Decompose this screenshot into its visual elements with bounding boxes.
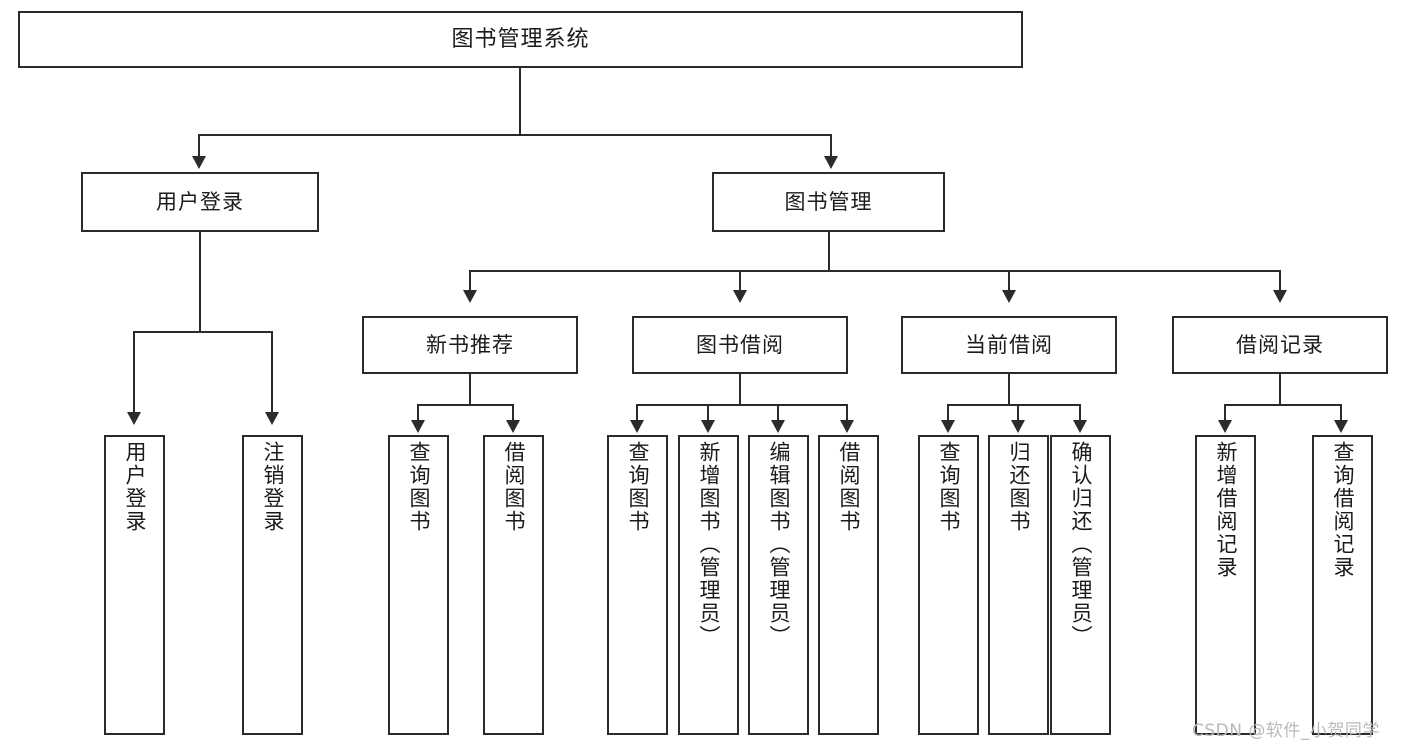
connector-book-borrow-stem [739, 374, 741, 406]
connector-borrow-record-bus [1224, 404, 1342, 406]
connector-root-drop-right [830, 134, 832, 158]
node-current-borrow[interactable]: 当前借阅 [901, 316, 1117, 374]
arrow-head-user-login-2 [265, 412, 279, 425]
connector-book-manage-drop-1 [469, 270, 471, 292]
connector-book-manage-drop-4 [1279, 270, 1281, 292]
leaf-user-login-login[interactable]: 用户登录 [104, 435, 165, 735]
connector-book-borrow-drop-1 [636, 404, 638, 422]
connector-root-stem [519, 68, 521, 136]
leaf-book-borrow-query[interactable]: 查询图书 [607, 435, 668, 735]
leaf-new-book-borrow[interactable]: 借阅图书 [483, 435, 544, 735]
connector-book-manage-drop-2 [739, 270, 741, 292]
arrow-head-root-left [192, 156, 206, 169]
connector-book-manage-stem [828, 232, 830, 272]
connector-book-borrow-drop-3 [777, 404, 779, 422]
node-label: 图书借阅 [696, 332, 784, 357]
connector-user-login-stem [199, 232, 201, 333]
arrow-head-book-borrow-2 [701, 420, 715, 433]
connector-book-borrow-drop-2 [707, 404, 709, 422]
connector-borrow-record-drop-1 [1224, 404, 1226, 422]
connector-current-borrow-stem [1008, 374, 1010, 406]
leaf-new-book-query[interactable]: 查询图书 [388, 435, 449, 735]
leaf-book-borrow-add[interactable]: 新增图书（管理员） [678, 435, 739, 735]
connector-book-manage-drop-3 [1008, 270, 1010, 292]
node-borrow-record[interactable]: 借阅记录 [1172, 316, 1388, 374]
connector-current-borrow-drop-3 [1079, 404, 1081, 422]
node-label: 归还图书 [1007, 441, 1031, 533]
arrow-head-current-borrow-3 [1073, 420, 1087, 433]
node-label: 注销登录 [261, 441, 285, 533]
node-label: 借阅记录 [1236, 332, 1324, 357]
leaf-current-borrow-query[interactable]: 查询图书 [918, 435, 979, 735]
node-label: 新书推荐 [426, 332, 514, 357]
leaf-book-borrow-borrow[interactable]: 借阅图书 [818, 435, 879, 735]
connector-user-login-drop-2 [271, 331, 273, 415]
leaf-current-borrow-return[interactable]: 归还图书 [988, 435, 1049, 735]
connector-user-login-bus [133, 331, 272, 333]
node-label: 确认归还（管理员） [1069, 441, 1093, 648]
connector-new-book-drop-1 [417, 404, 419, 422]
node-label: 查询图书 [937, 441, 961, 533]
node-book-manage[interactable]: 图书管理 [712, 172, 945, 232]
node-label: 借阅图书 [837, 441, 861, 533]
arrow-head-book-borrow-4 [840, 420, 854, 433]
leaf-user-login-logout[interactable]: 注销登录 [242, 435, 303, 735]
connector-borrow-record-drop-2 [1340, 404, 1342, 422]
arrow-head-borrow-record-1 [1218, 420, 1232, 433]
node-label: 查询借阅记录 [1331, 441, 1355, 579]
node-label: 编辑图书（管理员） [767, 441, 791, 648]
connector-borrow-record-stem [1279, 374, 1281, 406]
connector-user-login-drop-1 [133, 331, 135, 415]
arrow-head-book-borrow-1 [630, 420, 644, 433]
connector-root-drop-left [198, 134, 200, 158]
arrow-head-current-borrow-1 [941, 420, 955, 433]
node-label: 当前借阅 [965, 332, 1053, 357]
node-label: 图书管理系统 [451, 26, 590, 52]
arrow-head-root-right [824, 156, 838, 169]
node-label: 新增图书（管理员） [697, 441, 721, 648]
arrow-head-new-book-1 [411, 420, 425, 433]
node-label: 查询图书 [407, 441, 431, 533]
connector-current-borrow-drop-2 [1017, 404, 1019, 422]
node-book-borrow[interactable]: 图书借阅 [632, 316, 848, 374]
arrow-head-book-manage-2 [733, 290, 747, 303]
connector-new-book-stem [469, 374, 471, 406]
connector-book-borrow-bus [636, 404, 848, 406]
arrow-head-new-book-2 [506, 420, 520, 433]
arrow-head-borrow-record-2 [1334, 420, 1348, 433]
arrow-head-book-manage-4 [1273, 290, 1287, 303]
arrow-head-book-borrow-3 [771, 420, 785, 433]
node-label: 新增借阅记录 [1214, 441, 1238, 579]
arrow-head-current-borrow-2 [1011, 420, 1025, 433]
node-new-book-recommend[interactable]: 新书推荐 [362, 316, 578, 374]
connector-root-bus [198, 134, 832, 136]
node-user-login[interactable]: 用户登录 [81, 172, 319, 232]
arrow-head-user-login-1 [127, 412, 141, 425]
arrow-head-book-manage-1 [463, 290, 477, 303]
connector-new-book-drop-2 [512, 404, 514, 422]
node-label: 用户登录 [156, 189, 244, 214]
leaf-borrow-record-add[interactable]: 新增借阅记录 [1195, 435, 1256, 735]
connector-book-manage-bus [469, 270, 1280, 272]
connector-new-book-bus [417, 404, 513, 406]
connector-book-borrow-drop-4 [846, 404, 848, 422]
leaf-current-borrow-confirm[interactable]: 确认归还（管理员） [1050, 435, 1111, 735]
node-label: 查询图书 [626, 441, 650, 533]
connector-current-borrow-bus [947, 404, 1081, 406]
connector-current-borrow-drop-1 [947, 404, 949, 422]
node-label: 用户登录 [123, 441, 147, 533]
leaf-book-borrow-edit[interactable]: 编辑图书（管理员） [748, 435, 809, 735]
arrow-head-book-manage-3 [1002, 290, 1016, 303]
node-label: 图书管理 [784, 189, 873, 214]
node-root-system[interactable]: 图书管理系统 [18, 11, 1023, 68]
leaf-borrow-record-query[interactable]: 查询借阅记录 [1312, 435, 1373, 735]
node-label: 借阅图书 [502, 441, 526, 533]
